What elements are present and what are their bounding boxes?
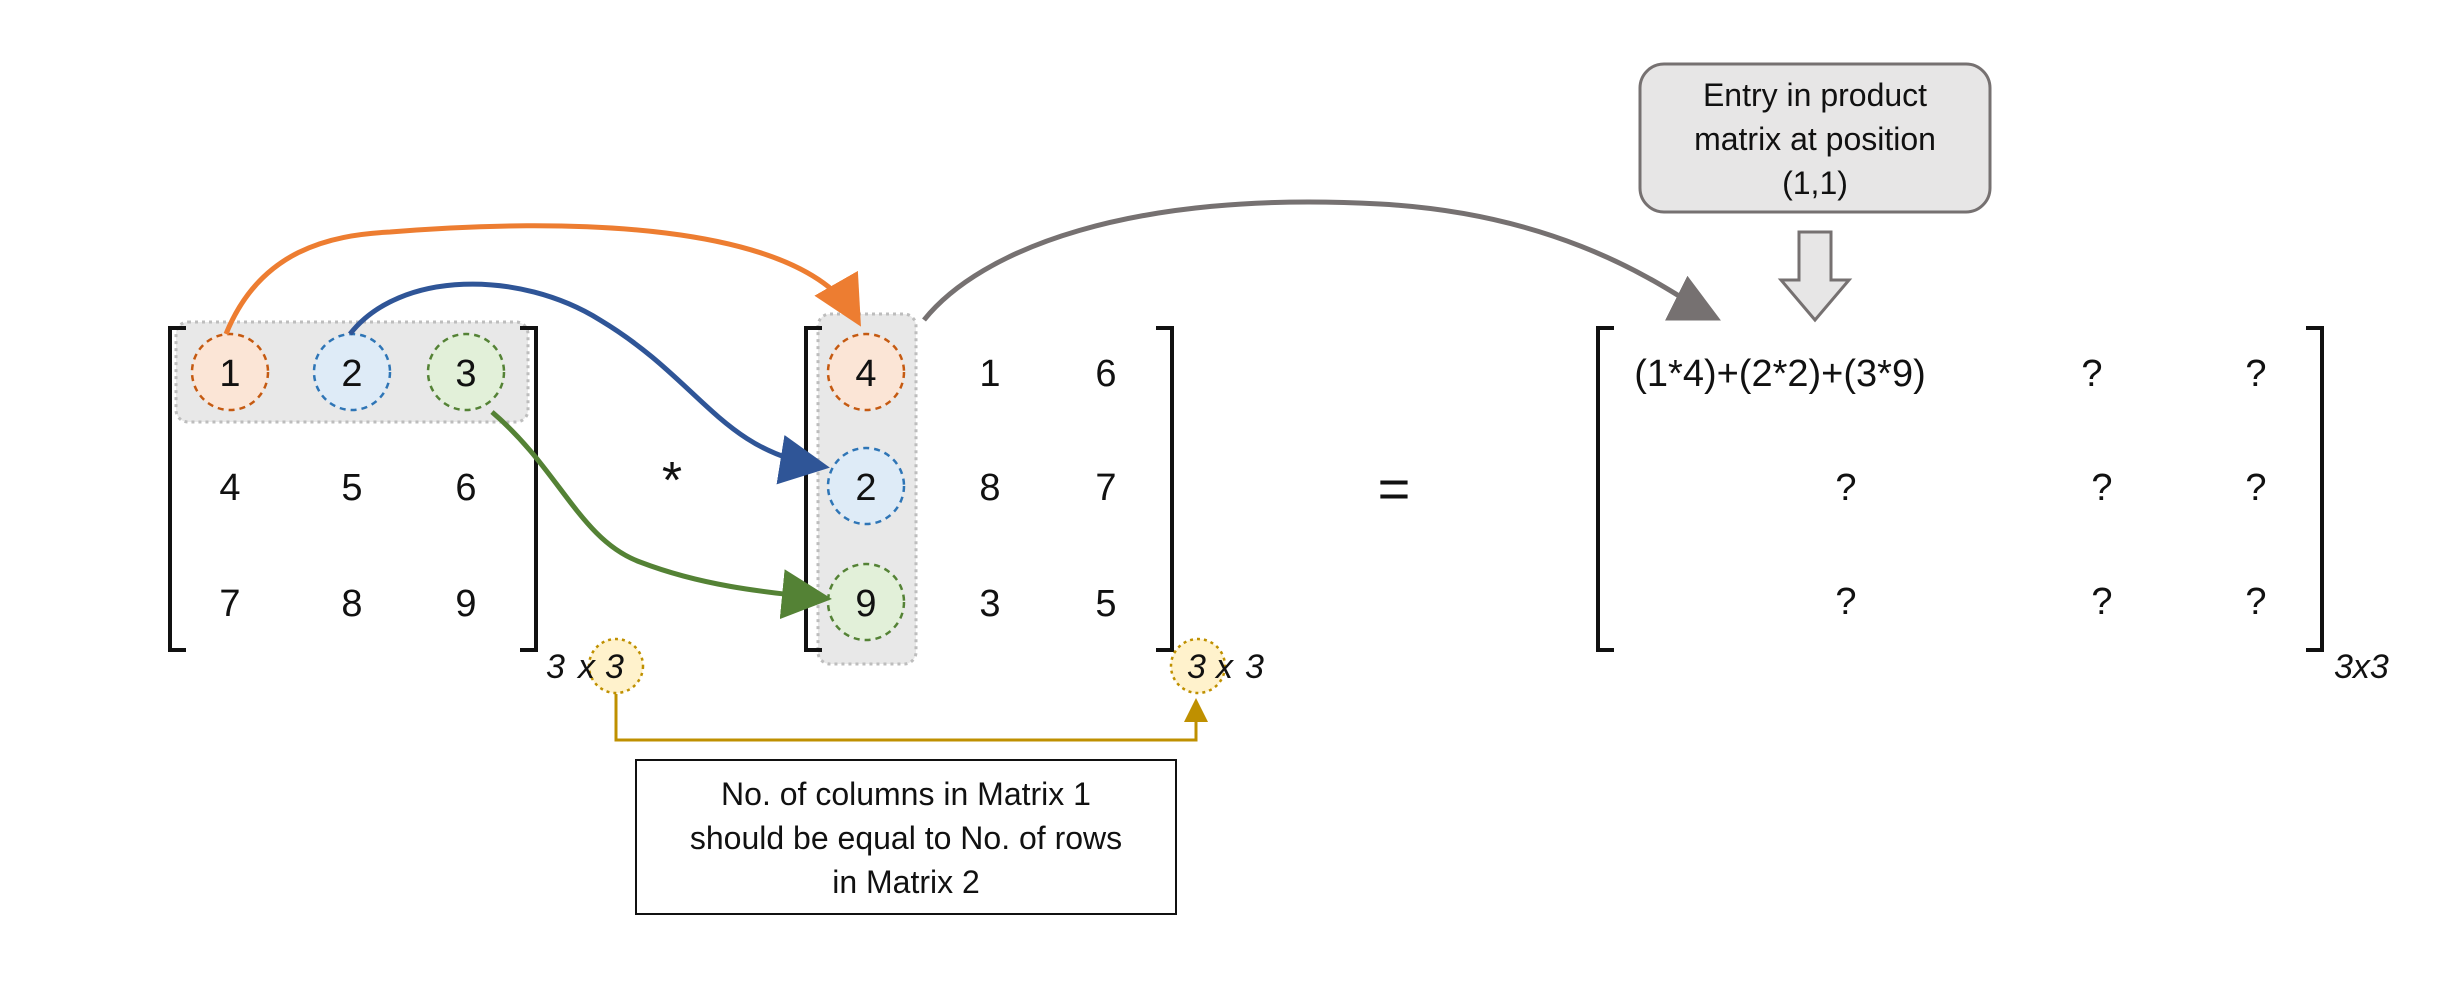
orange-arrow <box>223 223 861 335</box>
matrix-2-left-bracket <box>804 326 822 652</box>
m2-dim-rows: 3 <box>1187 648 1206 686</box>
green-arrow <box>490 410 832 620</box>
m2-dim-x: x <box>1214 648 1234 686</box>
product-cell: ? <box>2081 353 2102 395</box>
gray-arrow <box>922 199 1721 322</box>
m2-cell: 9 <box>855 583 876 625</box>
m2-cell: 6 <box>1095 353 1116 395</box>
m2-cell: 1 <box>979 353 1000 395</box>
matrix-2-right-bracket <box>1156 326 1174 652</box>
m2-rows-highlight-circle <box>1169 637 1227 695</box>
m2-dim-cols: 3 <box>1245 648 1264 686</box>
equals-sign: = <box>1378 457 1411 520</box>
m1-cell: 4 <box>219 467 240 509</box>
m1-cell: 5 <box>341 467 362 509</box>
m2-highlight-circle-1 <box>826 332 906 412</box>
matrix-1: 1 2 3 4 5 6 7 8 9 3 x 3 <box>168 320 645 695</box>
m1-highlight-circle-1 <box>190 332 270 412</box>
matrix-1-left-bracket <box>168 326 186 652</box>
m2-cell: 8 <box>979 467 1000 509</box>
m2-cell: 3 <box>979 583 1000 625</box>
product-cell: ? <box>2091 467 2112 509</box>
product-matrix: (1*4)+(2*2)+(3*9) ? ? ? ? ? ? ? ? 3x3 <box>1596 326 2389 686</box>
product-cell: ? <box>2091 581 2112 623</box>
m2-highlight-circle-2 <box>826 446 906 526</box>
matrix-1-right-bracket <box>520 326 538 652</box>
product-cell: ? <box>1835 581 1856 623</box>
note-line: in Matrix 2 <box>832 864 980 900</box>
m1-dim-rows: 3 <box>546 648 565 686</box>
product-cell: ? <box>1835 467 1856 509</box>
product-dim: 3x3 <box>2334 648 2389 686</box>
m1-cell: 2 <box>341 353 362 395</box>
note-line: No. of columns in Matrix 1 <box>721 776 1091 812</box>
m1-dim-cols: 3 <box>605 648 624 686</box>
m1-cell: 1 <box>219 353 240 395</box>
matrix-2: 4 1 6 2 8 7 9 3 5 3 x 3 <box>804 312 1264 695</box>
note-box: No. of columns in Matrix 1 should be equ… <box>635 759 1177 915</box>
m1-cell: 8 <box>341 583 362 625</box>
m1-dim-x: x <box>576 648 596 686</box>
m1-cell: 3 <box>455 353 476 395</box>
callout-line: (1,1) <box>1782 165 1848 201</box>
product-left-bracket <box>1596 326 1614 652</box>
note-line: should be equal to No. of rows <box>690 820 1122 856</box>
m2-cell: 2 <box>855 467 876 509</box>
product-cell: ? <box>2245 467 2266 509</box>
blue-arrow <box>348 281 830 485</box>
callout-line: Entry in product <box>1703 77 1927 113</box>
m2-highlight-circle-3 <box>826 562 906 642</box>
dimension-connector <box>614 694 1208 742</box>
product-cell: ? <box>2245 353 2266 395</box>
callout-box: Entry in product matrix at position (1,1… <box>1638 62 1992 214</box>
product-cell: ? <box>2245 581 2266 623</box>
multiply-operator: * <box>662 452 682 510</box>
m1-highlight-circle-3 <box>426 332 506 412</box>
down-arrow-icon <box>1777 230 1853 323</box>
m2-cell: 4 <box>855 353 876 395</box>
product-right-bracket <box>2306 326 2324 652</box>
m1-cell: 9 <box>455 583 476 625</box>
callout-line: matrix at position <box>1694 121 1936 157</box>
m2-cell: 5 <box>1095 583 1116 625</box>
m1-cell: 7 <box>219 583 240 625</box>
m1-cols-highlight-circle <box>587 637 645 695</box>
m2-cell: 7 <box>1095 467 1116 509</box>
m1-cell: 6 <box>455 467 476 509</box>
product-cell-1-1: (1*4)+(2*2)+(3*9) <box>1634 353 1925 395</box>
